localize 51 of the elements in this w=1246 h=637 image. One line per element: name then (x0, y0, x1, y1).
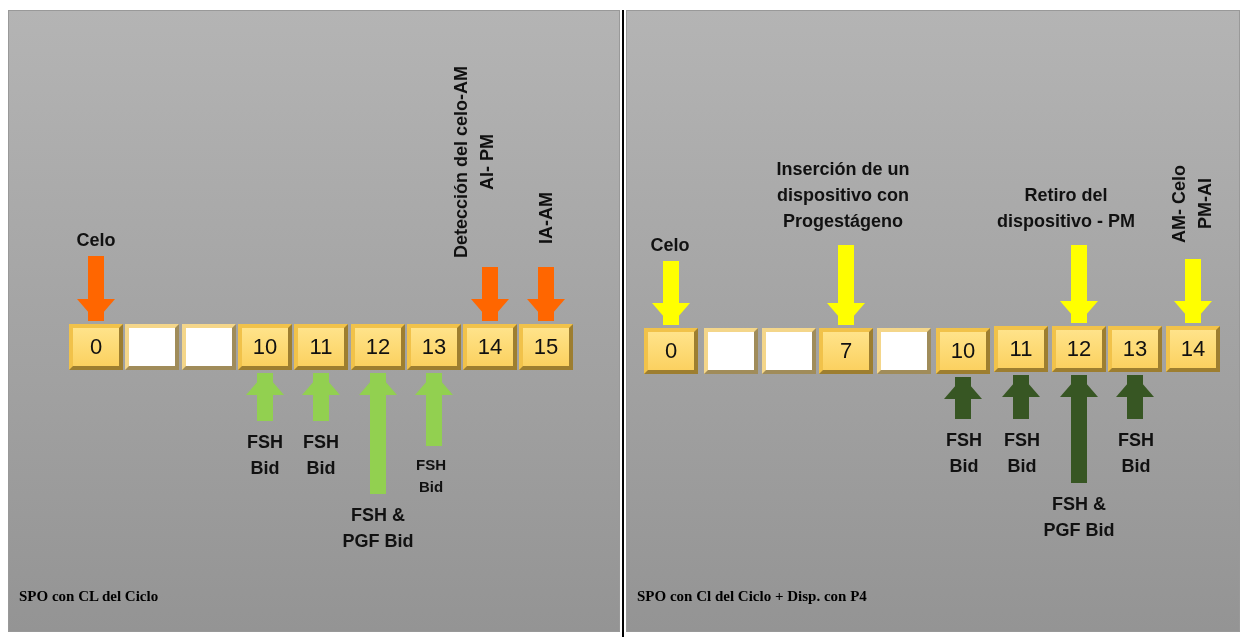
event-label: Detección del celo-AM AI- PM (443, 59, 505, 265)
blank-day-box (182, 324, 236, 370)
event-label: Retiro del dispositivo - PM (981, 173, 1151, 243)
day-box: 0 (644, 328, 698, 374)
event-label: FSH Bid (998, 421, 1046, 485)
block-arrow (527, 267, 565, 321)
block-arrow (827, 245, 865, 325)
panel (626, 10, 1240, 632)
event-label: AM- Celo PM-AI (1157, 151, 1227, 257)
block-arrow (471, 267, 509, 321)
day-box: 11 (994, 326, 1048, 372)
blank-day-box (125, 324, 179, 370)
day-box: 7 (819, 328, 873, 374)
blank-day-box (704, 328, 758, 374)
block-arrow (1116, 375, 1154, 419)
event-label: FSH Bid (940, 421, 988, 485)
block-arrow (77, 256, 115, 321)
day-box: 0 (69, 324, 123, 370)
day-box: 13 (1108, 326, 1162, 372)
panel (8, 10, 620, 632)
event-label: IA-AM (529, 171, 563, 265)
panel-caption: SPO con Cl del Ciclo + Disp. con P4 (637, 588, 867, 605)
block-arrow (944, 377, 982, 419)
event-label: Inserción de un dispositivo con Progestágeno (753, 147, 933, 243)
day-box: 12 (351, 324, 405, 370)
panel-caption: SPO con CL del Ciclo (19, 588, 159, 605)
day-box: 14 (463, 324, 517, 370)
day-box: 13 (407, 324, 461, 370)
block-arrow (652, 261, 690, 325)
day-box: 10 (936, 328, 990, 374)
event-label: FSH Bid (297, 423, 345, 487)
block-arrow (415, 373, 453, 446)
event-label: Celo (61, 226, 131, 254)
blank-day-box (762, 328, 816, 374)
block-arrow (246, 373, 284, 421)
block-arrow (1174, 259, 1212, 323)
block-arrow (1060, 375, 1098, 483)
event-label: FSH & PGF Bid (1039, 485, 1119, 549)
block-arrow (1002, 375, 1040, 419)
day-box: 11 (294, 324, 348, 370)
event-label: FSH Bid (1112, 421, 1160, 485)
day-box: 14 (1166, 326, 1220, 372)
day-box: 12 (1052, 326, 1106, 372)
event-label: FSH Bid (241, 423, 289, 487)
event-label: Celo (635, 231, 705, 259)
block-arrow (359, 373, 397, 494)
blank-day-box (877, 328, 931, 374)
day-box: 10 (238, 324, 292, 370)
day-box: 15 (519, 324, 573, 370)
block-arrow (302, 373, 340, 421)
block-arrow (1060, 245, 1098, 323)
